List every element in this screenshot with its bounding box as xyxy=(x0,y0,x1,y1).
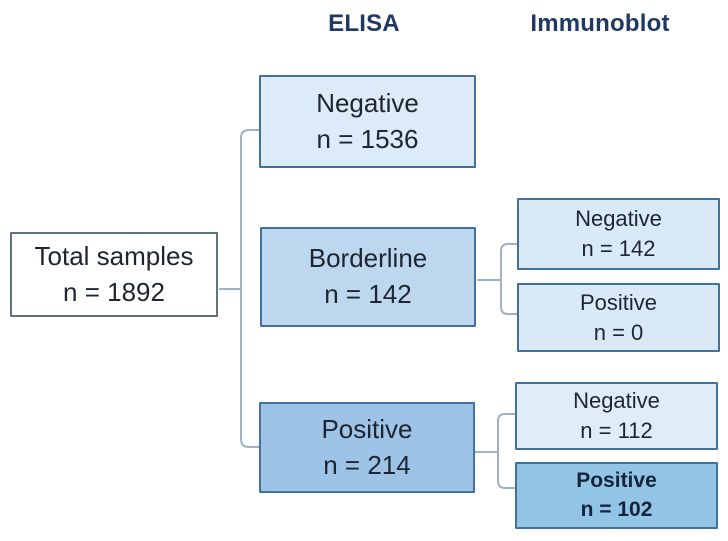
immunoblot-positive-positive-label: Positive xyxy=(576,469,657,493)
elisa-negative-box: Negative n = 1536 xyxy=(259,75,476,168)
total-samples-label: Total samples xyxy=(34,240,194,271)
elisa-borderline-box: Borderline n = 142 xyxy=(260,227,476,327)
positive-bracket-connector xyxy=(497,413,516,489)
elisa-negative-count: n = 1536 xyxy=(316,123,419,154)
immunoblot-borderline-negative-count: n = 142 xyxy=(581,236,656,261)
immunoblot-positive-negative-count: n = 112 xyxy=(580,418,653,443)
immunoblot-borderline-positive-box: Positive n = 0 xyxy=(517,283,720,352)
elisa-borderline-label: Borderline xyxy=(308,243,428,274)
immunoblot-borderline-positive-count: n = 0 xyxy=(593,319,644,345)
immunoblot-borderline-negative-box: Negative n = 142 xyxy=(517,198,720,270)
elisa-borderline-count: n = 142 xyxy=(324,279,412,309)
immunoblot-borderline-positive-label: Positive xyxy=(579,289,658,315)
column-header-elisa: ELISA xyxy=(328,10,400,37)
total-samples-count: n = 1892 xyxy=(63,276,165,307)
elisa-bracket-connector xyxy=(240,129,261,448)
immunoblot-positive-positive-box: Positive n = 102 xyxy=(515,462,718,529)
column-header-immunoblot: Immunoblot xyxy=(530,10,670,37)
elisa-negative-label: Negative xyxy=(316,87,419,118)
elisa-positive-count: n = 214 xyxy=(323,449,411,480)
elisa-positive-label: Positive xyxy=(321,413,413,444)
immunoblot-positive-positive-count: n = 102 xyxy=(580,497,653,521)
total-samples-box: Total samples n = 1892 xyxy=(10,232,218,317)
borderline-bracket-connector xyxy=(500,243,518,315)
immunoblot-positive-negative-label: Negative xyxy=(573,388,660,414)
immunoblot-borderline-negative-label: Negative xyxy=(575,206,662,232)
immunoblot-positive-negative-box: Negative n = 112 xyxy=(515,382,718,450)
elisa-positive-box: Positive n = 214 xyxy=(259,402,475,493)
